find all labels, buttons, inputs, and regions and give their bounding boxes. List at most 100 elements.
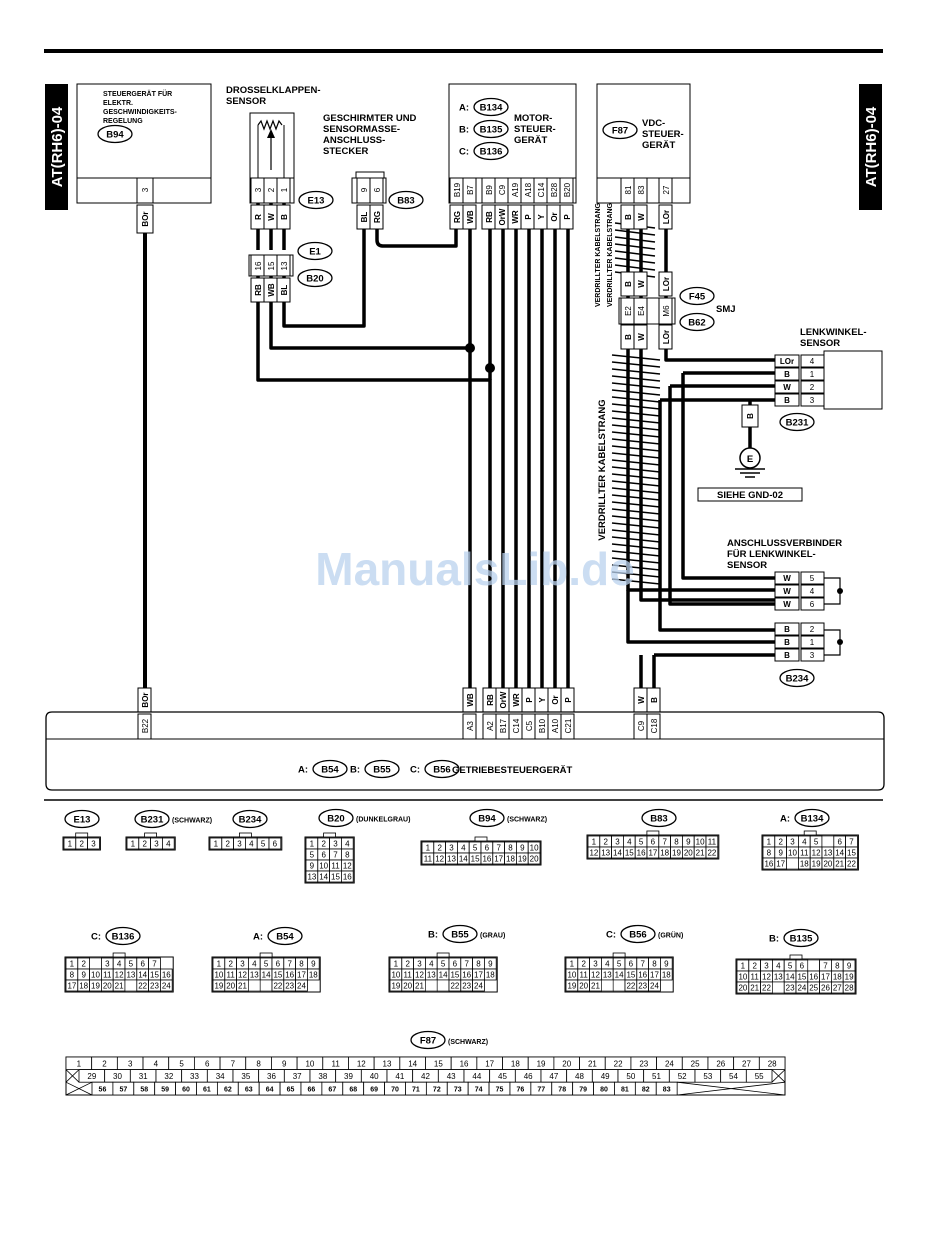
cv-B20-pin-7: 7: [333, 851, 338, 860]
twisted-label-bottom: VERDRILLTER KABELSTRANG: [597, 399, 608, 540]
cv-B231-note: (SCHWARZ): [172, 818, 212, 825]
cv-B20-label: B20: [327, 814, 344, 825]
e1-connector-badge: [297, 241, 333, 261]
ansch-pin-num-2: 4: [810, 587, 815, 596]
cv-B56-cell: [648, 979, 661, 992]
cv-B55-pin-2: 2: [405, 960, 410, 969]
f87-pin-10: 10: [305, 1060, 314, 1069]
cv-B136-pin-1: 1: [70, 960, 75, 969]
drossel-wire-3: [276, 204, 291, 230]
cv-B56-pin-4: 4: [605, 960, 610, 969]
cv-B54-prefix: A:: [253, 932, 263, 943]
lenk-title-line-1: LENKWINKEL-: [800, 327, 867, 338]
f87-cell-r3: [655, 1081, 678, 1096]
cv-B134-pin-3: 3: [790, 838, 795, 847]
gnd-title-line-2: SENSORMASSE-: [323, 124, 400, 135]
watermark: ManualsLib.de: [315, 543, 634, 595]
cv-B94-latch: [474, 836, 488, 842]
cv-B136-pin-16: 16: [162, 971, 171, 980]
cv-B83-pin-1: 1: [592, 838, 597, 847]
cv-B135-pin-12: 12: [762, 973, 771, 982]
cv-B54-label: B54: [276, 932, 294, 943]
lenk-wire-code-3: W: [783, 383, 791, 392]
cv-B20-pin-11: 11: [331, 862, 340, 871]
ansch-pin-4: [800, 622, 825, 636]
cv-B83-pin-3: 3: [615, 838, 620, 847]
twist-mark-bottom: [611, 368, 661, 375]
cv-B56-pin-8: 8: [652, 960, 657, 969]
twist-mark-bottom: [611, 529, 661, 536]
geschw-connector-badge: [97, 124, 133, 144]
cv-B54-blank: [259, 979, 273, 992]
f87-pin-3: 3: [128, 1060, 133, 1069]
motor-pin-num-1: B19: [453, 182, 462, 197]
cv-B56-pin-3: 3: [593, 960, 598, 969]
cv-B135-pin-9: 9: [847, 962, 852, 971]
lenk-unit: [823, 350, 883, 410]
f87-pin-24: 24: [665, 1060, 674, 1069]
f87-pin-38: 38: [318, 1072, 327, 1081]
cv-B83-pin-20: 20: [684, 849, 693, 858]
cv-B134-blank: [821, 835, 835, 848]
cv-B135-pin-20: 20: [738, 984, 747, 993]
cv-B83-pin-8: 8: [674, 838, 679, 847]
e1b20-wire-3: [276, 277, 291, 303]
lenk-gnd-wire-code: B: [746, 413, 755, 419]
cv-B135-pin-2: 2: [752, 962, 757, 971]
cv-B56-blank: [601, 979, 614, 992]
f87-pin-1: 1: [77, 1060, 82, 1069]
twist-mark-bottom: [611, 480, 661, 487]
ansch-wire-code-4: B: [784, 625, 790, 634]
f87-pin-59: 59: [161, 1087, 169, 1094]
ground-circle: [739, 447, 761, 469]
f87-pin-48: 48: [575, 1072, 584, 1081]
cv-B94-pin-2: 2: [437, 844, 442, 853]
e1b20-pin-num-3: 13: [280, 261, 289, 270]
twist-mark-top: [614, 264, 656, 271]
f87-pin-51: 51: [652, 1072, 661, 1081]
cv-B94-pin-1: 1: [426, 844, 431, 853]
cv-B56-pin-19: 19: [567, 982, 576, 991]
tcu-connector-2-badge: [364, 759, 400, 779]
twist-mark-bottom: [611, 389, 661, 396]
cv-B134-pin-22: 22: [847, 860, 856, 869]
twist-mark-top: [614, 229, 656, 236]
motor-wire-code-6: P: [524, 214, 533, 220]
f87-pin-55: 55: [755, 1072, 764, 1081]
f87-pin-37: 37: [293, 1072, 302, 1081]
smj-bot-wire-code-2: W: [637, 333, 646, 341]
cv-B54-pin-18: 18: [309, 971, 318, 980]
lenk-pin-num-2: 1: [810, 370, 815, 379]
vdc-title-line-2: STEUER-: [642, 129, 684, 140]
cv-B20-pin-15: 15: [331, 873, 340, 882]
f87-pin-2: 2: [102, 1060, 107, 1069]
f87-blank-r2-left: [65, 1069, 80, 1083]
ansch-connector-badge: [779, 668, 815, 688]
cv-B135-pin-7: 7: [823, 962, 828, 971]
cv-B135-label: B135: [790, 934, 813, 945]
cv-B83-pin-6: 6: [651, 838, 656, 847]
cv-B234-cell: [268, 837, 282, 850]
cv-B135-pin-26: 26: [821, 984, 830, 993]
cv-B54-pin-12: 12: [238, 971, 247, 980]
wire-bl: [282, 205, 366, 328]
f87-pin-20: 20: [562, 1060, 571, 1069]
twist-mark-bottom: [611, 410, 661, 417]
twist-mark-bottom: [611, 487, 661, 494]
tcu-connector-3-badge: [424, 759, 460, 779]
f87-pin-41: 41: [395, 1072, 404, 1081]
cv-B134-pin-11: 11: [800, 849, 809, 858]
cv-B20-pin-3: 3: [333, 840, 338, 849]
cv-B56-cell: [660, 968, 673, 981]
cv-B56-prefix: C:: [606, 930, 616, 941]
smj-top-wire-code-2: W: [637, 280, 646, 288]
cv-B83-pin-16: 16: [637, 849, 646, 858]
twist-mark-bottom: [611, 424, 661, 431]
cv-B56-pin-1: 1: [570, 960, 575, 969]
cv-B136-badge: [105, 926, 141, 946]
cv-B231-pin-2: 2: [142, 840, 147, 849]
cv-B20-cell: [340, 870, 354, 883]
tcu-unit: [45, 711, 885, 791]
